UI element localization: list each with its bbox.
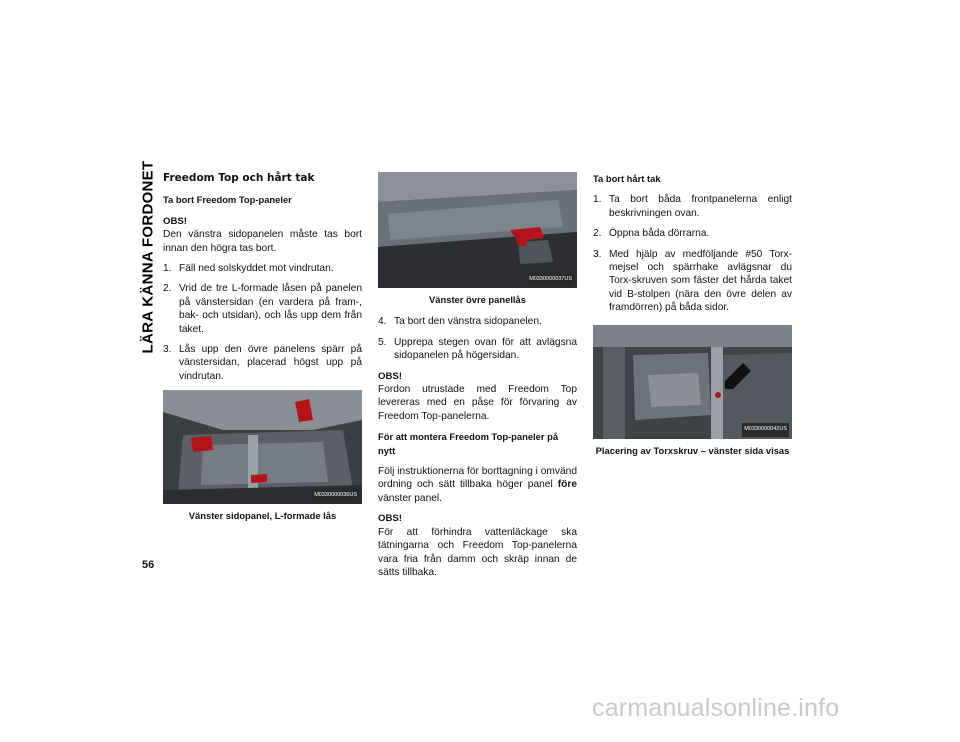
figure-torx-screw: M0330000042US: [593, 324, 792, 439]
note-text: Fordon utrustade med Freedom Top leverer…: [378, 384, 577, 422]
figure-caption: Placering av Torxskruv – vänster sida vi…: [595, 444, 790, 456]
list-item: 2.Vrid de tre L-formade låsen på panelen…: [163, 283, 362, 335]
list-item: 2.Öppna båda dörrarna.: [593, 228, 710, 240]
roof-latch-illustration: [378, 172, 577, 288]
note-label: OBS!: [163, 215, 187, 227]
reinstall-text: Följ instruktionerna för borttagning i o…: [378, 466, 577, 504]
note-text: För att förhindra vattenläckage ska tätn…: [378, 526, 577, 578]
subheading-remove-panels: Ta bort Freedom Top-paneler: [163, 194, 292, 206]
list-item: 1.Ta bort båda frontpanelerna enligt bes…: [593, 194, 792, 219]
figure-code: M0330000042US: [742, 423, 789, 437]
subheading-reinstall: För att montera Freedom Top-paneler på n…: [378, 431, 559, 456]
list-item: 4.Ta bort den vänstra sidopanelen.: [378, 316, 542, 328]
list-item: 3.Med hjälp av medföljande #50 Torx-mejs…: [593, 248, 792, 314]
roof-interior-illustration: [163, 390, 362, 505]
figure-code: M0330000036US: [312, 488, 359, 503]
steps-list: 1.Fäll ned solskyddet mot vindrutan. 2.V…: [163, 262, 362, 383]
steps-list: 4.Ta bort den vänstra sidopanelen. 5.Upp…: [378, 315, 577, 362]
figure-upper-panel-latch: M0330000037US: [378, 172, 577, 288]
chapter-side-tab: LÄRA KÄNNA FORDONET: [137, 161, 159, 354]
b-pillar-illustration: [593, 324, 792, 439]
note-label: OBS!: [378, 370, 402, 382]
page-number: 56: [142, 559, 155, 571]
figure-caption: Vänster övre panellås: [429, 294, 526, 305]
footer-watermark: carmanualsonline.info: [592, 694, 892, 734]
chapter-title: LÄRA KÄNNA FORDONET: [139, 160, 157, 354]
column-2: M0330000037US Vänster övre panellås 4.Ta…: [378, 172, 577, 586]
column-3: Ta bort hårt tak 1.Ta bort båda frontpan…: [593, 172, 792, 466]
note-text: Den vänstra sidopanelen måste tas bort i…: [163, 229, 362, 254]
list-item: 5.Upprepa stegen ovan för att avlägsna s…: [378, 336, 577, 362]
list-item: 1.Fäll ned solskyddet mot vindrutan.: [163, 263, 334, 275]
footer-text: carmanualsonline.info: [592, 694, 840, 722]
steps-list: 1.Ta bort båda frontpanelerna enligt bes…: [593, 193, 792, 314]
subheading-remove-hardtop: Ta bort hårt tak: [593, 173, 661, 184]
figure-caption: Vänster sidopanel, L-formade lås: [188, 510, 337, 522]
section-title: Freedom Top och hårt tak: [163, 172, 315, 184]
figure-code: M0330000037US: [527, 272, 574, 286]
column-1: Freedom Top och hårt tak Ta bort Freedom…: [163, 172, 362, 532]
figure-side-panel-latches: M0330000036US: [163, 390, 362, 505]
list-item: 3.Lås upp den övre panelens spärr på vän…: [163, 344, 362, 382]
note-label: OBS!: [378, 513, 402, 525]
